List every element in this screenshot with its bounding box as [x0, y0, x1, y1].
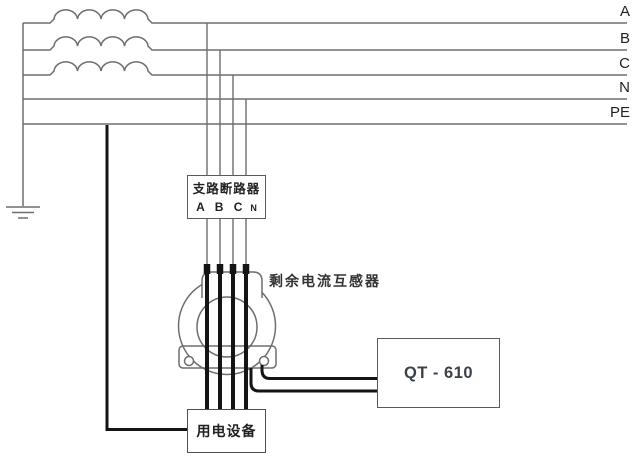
earth-ground-icon: [6, 206, 40, 219]
qt610-label: QT - 610: [403, 363, 474, 382]
thick-conductors: [203, 264, 250, 409]
pe-conductor-to-load: [105, 125, 188, 431]
breaker-terminal-n: N: [250, 203, 257, 213]
toroid-inner-ring: [196, 296, 258, 358]
qt610-controller-box: QT - 610: [377, 338, 500, 408]
current-transformer-toroid: [177, 271, 277, 376]
branch-breaker-terminals: A B C N: [196, 198, 257, 216]
bus-label-c: C: [619, 55, 630, 72]
load-equipment-label: 用电设备: [196, 423, 257, 439]
bus-line-a-with-coil: [23, 9, 627, 24]
mounting-hole-left: [183, 355, 195, 367]
toroid-mounting-base: [178, 345, 277, 369]
current-transformer-label: 剩余电流互感器: [269, 273, 381, 289]
bus-label-pe: PE: [609, 104, 630, 121]
bus-label-a: A: [619, 3, 630, 20]
ct-secondary-wire-upper: [260, 365, 377, 380]
bus-line-b-with-coil: [23, 36, 627, 51]
bus-label-n: N: [619, 79, 630, 96]
branch-breaker-title: 支路断路器: [192, 182, 261, 196]
ct-secondary-wire-lower: [249, 368, 377, 393]
load-equipment-box: 用电设备: [187, 409, 266, 453]
bus-line-c-with-coil: [23, 61, 627, 76]
branch-breaker-box: 支路断路器 A B C N: [187, 175, 266, 219]
bus-label-b: B: [619, 30, 630, 47]
mounting-hole-right: [258, 355, 270, 367]
breaker-terminals-abc: A B C: [196, 200, 246, 214]
